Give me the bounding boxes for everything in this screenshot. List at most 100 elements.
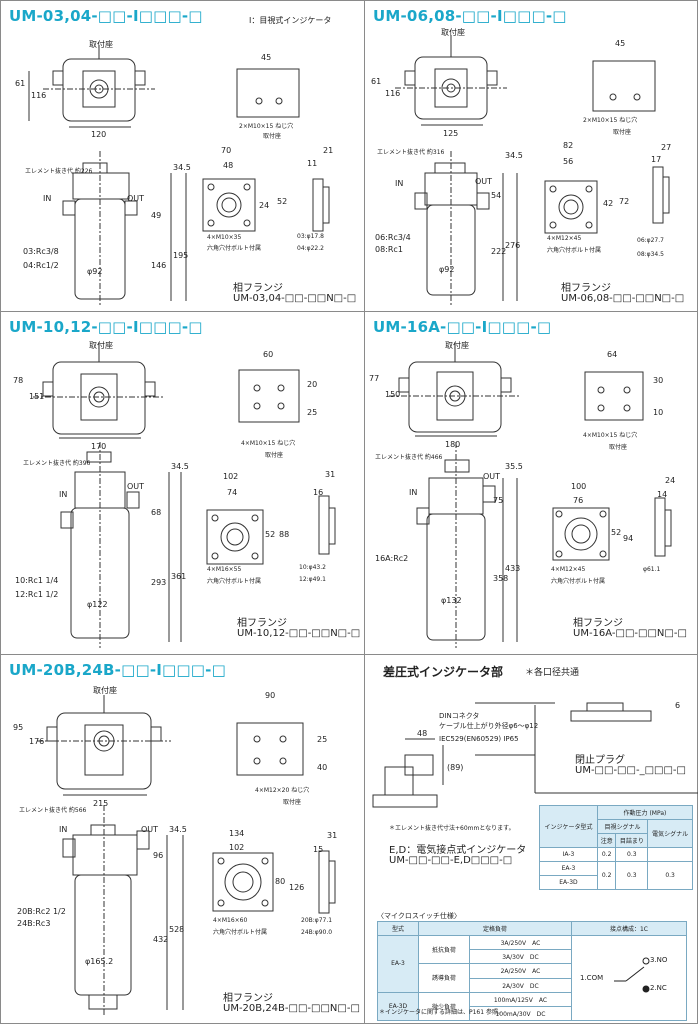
mount-label: 取付座 (445, 341, 469, 350)
dim-f-d1: 31 (325, 470, 336, 479)
dim-48: 48 (417, 729, 428, 738)
drawing-um-03-04 (28, 45, 330, 306)
out-label: OUT (127, 194, 145, 203)
bore-1: 20B:φ77.1 (301, 917, 333, 924)
dim-6: 6 (675, 701, 681, 710)
bolt2-note: 六角穴付ボルト付属 (547, 247, 602, 254)
switch-symbol (614, 957, 650, 993)
dim-fh2: 25 (307, 408, 318, 417)
in-label: IN (59, 825, 68, 834)
flange-model: UM-16A-□□-□□N□-□ (573, 628, 687, 639)
pipe-1: 16A:Rc2 (375, 554, 409, 563)
in-label: IN (43, 194, 52, 203)
dim-f-d2: 17 (651, 155, 662, 164)
mount-label-2: 取付座 (613, 129, 632, 136)
dim-fh1: 25 (317, 735, 328, 744)
panel-um-06-08: UM-06,08-□□-I□□□-□ 取付座 125 61 116 (364, 0, 698, 312)
dim-flange-w: 45 (615, 39, 626, 48)
din-3: IEC529(EN60529) IP65 (439, 735, 519, 743)
dim-dia: φ92 (439, 265, 455, 274)
switch-table: 型式 定格負荷 接点構成：1C EA-3 抵抗負荷 3A/250V AC 1.C… (377, 921, 687, 1021)
bore-1: φ61.1 (643, 566, 661, 573)
pipe-1: 03:Rc3/8 (23, 247, 59, 256)
dim-top-h2: 116 (385, 89, 401, 98)
pipe-2: 24B:Rc3 (17, 919, 51, 928)
bolt2-note: 六角穴付ボルト付属 (207, 245, 262, 252)
drawing-um-20b-24b (37, 695, 336, 1017)
flange-label: 相フランジ (223, 993, 273, 1004)
elem-length: エレメント抜き代 約396 (23, 460, 91, 467)
mount-label-2: 取付座 (265, 452, 284, 459)
dim-f-w2: 76 (573, 496, 584, 505)
note-elem: ＊エレメント抜き代寸法+60mmとなります。 (389, 825, 515, 832)
bore-2: 04:φ22.2 (297, 245, 324, 252)
dim-flange-w: 60 (263, 350, 274, 359)
dim-f-w2: 74 (227, 488, 238, 497)
dim-f-w1: 102 (223, 472, 239, 481)
ed-title: E,D：電気接点式インジケータ (389, 845, 527, 856)
mount-label-2: 取付座 (609, 444, 628, 451)
dim-h4: 222 (491, 247, 507, 256)
dim-h3: 528 (169, 925, 185, 934)
dim-f-d2: 11 (307, 159, 318, 168)
dim-f-w1: 82 (563, 141, 574, 150)
elem-length: エレメント抜き代 約566 (19, 807, 87, 814)
dim-f-d2: 14 (657, 490, 668, 499)
dim-f-h2: 126 (289, 883, 305, 892)
switch-title: 〈マイクロスイッチ仕様〉 (377, 912, 461, 920)
bolt2-spec: 4×M16×55 (207, 566, 242, 573)
dim-f-h2: 52 (277, 197, 288, 206)
dim-h1: 34.5 (169, 825, 187, 834)
dim-top-h2: 150 (385, 390, 401, 399)
dim-top-width: 125 (443, 129, 459, 138)
bolt2-spec: 4×M12×45 (547, 235, 582, 242)
dim-top-h2: 116 (31, 91, 47, 100)
bolt-spec: 4×M10×15 ねじ穴 (583, 432, 638, 439)
bore-1: 06:φ27.7 (637, 237, 664, 244)
panel-diff-indicator: 差圧式インジケータ部 ＊各口径共通 DINコネクタ ケーブル仕上がり外径φ6～φ… (364, 654, 698, 1024)
table-row: IA-3 0.2 0.3 (539, 847, 693, 862)
flange-label: 相フランジ (233, 283, 283, 294)
dim-f-w1: 134 (229, 829, 245, 838)
panel-title: UM-03,04-□□-I□□□-□ (9, 7, 203, 25)
th-switch-load: 定格負荷 (418, 921, 572, 936)
drawing-diff-indicator (372, 702, 698, 808)
dim-top-h1: 95 (13, 723, 24, 732)
out-label: OUT (141, 825, 159, 834)
out-label: OUT (127, 482, 145, 491)
din-2: ケーブル仕上がり外径φ6～φ12 (439, 722, 539, 730)
din-1: DINコネクタ (439, 712, 480, 720)
dim-h3: 361 (171, 572, 187, 581)
plug-title: 閉止プラグ (575, 755, 625, 766)
th-switch-contact: 接点構成：1C (571, 921, 687, 936)
indicator-note: I：目視式インジケータ (249, 16, 332, 25)
dim-flange-w: 64 (607, 350, 618, 359)
dim-top-width: 215 (93, 799, 109, 808)
bolt-spec: 2×M10×15 ねじ穴 (239, 123, 294, 130)
dim-f-d1: 31 (327, 831, 338, 840)
dim-top-width: 170 (91, 442, 107, 451)
dim-f-w2: 56 (563, 157, 574, 166)
dim-f-w2: 102 (229, 843, 245, 852)
panel-title: UM-16A-□□-I□□□-□ (373, 318, 552, 336)
dim-h1: 34.5 (505, 151, 523, 160)
dim-top-h1: 78 (13, 376, 24, 385)
elem-length: エレメント抜き代 約466 (375, 454, 443, 461)
dim-dia: φ132 (441, 596, 462, 605)
panel-title: UM-20B,24B-□□-I□□□-□ (9, 661, 226, 679)
bolt2-spec: 4×M10×35 (207, 234, 242, 241)
dim-f-w1: 100 (571, 482, 587, 491)
dim-h4: 146 (151, 261, 167, 270)
drawing-um-16a (389, 342, 672, 648)
dim-dia: φ165.2 (85, 957, 114, 966)
dim-f-h1: 52 (611, 528, 622, 537)
dim-top-h2: 151 (29, 392, 45, 401)
panel-title: UM-10,12-□□-I□□□-□ (9, 318, 203, 336)
bore-2: 08:φ34.5 (637, 251, 664, 258)
dim-top-width: 120 (91, 130, 107, 139)
pipe-2: 08:Rc1 (375, 245, 403, 254)
table-row: 100mA/30V DC (378, 1006, 687, 1021)
dim-f-h1: 80 (275, 877, 286, 886)
contact-nc: 2.NC (650, 984, 667, 992)
dim-f-d1: 21 (323, 146, 334, 155)
